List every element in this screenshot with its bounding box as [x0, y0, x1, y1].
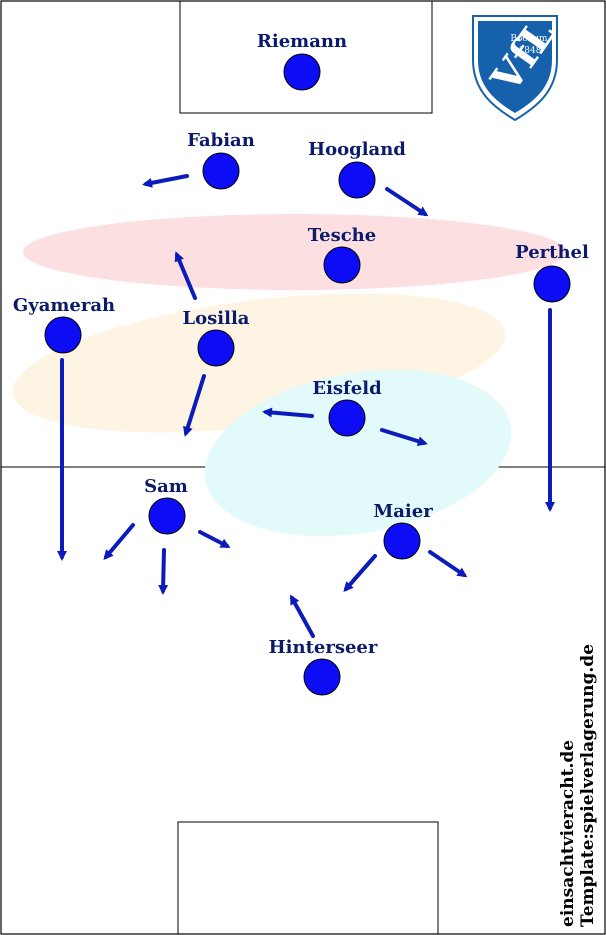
player-gyamerah: Gyamerah [13, 295, 115, 354]
player-losilla: Losilla [183, 308, 250, 367]
arrow-losilla-forward [174, 251, 197, 300]
player-hoogland: Hoogland [308, 139, 406, 199]
arrow-hinterseer [290, 594, 315, 638]
penalty-box-bottom [177, 821, 439, 935]
penalty-box-top [179, 0, 433, 114]
player-name: Tesche [308, 225, 376, 246]
player-token [197, 329, 235, 367]
player-name: Hinterseer [269, 637, 378, 658]
arrow-sam-right [198, 530, 231, 548]
player-token [533, 265, 571, 303]
crest-inner-shield [478, 21, 552, 113]
player-token [338, 161, 376, 199]
arrow-eisfeld-left [262, 407, 314, 418]
crest-club: Bochum [510, 34, 548, 44]
arrow-losilla-back [183, 374, 206, 437]
player-name: Sam [144, 476, 188, 497]
credit-template: Template:spielverlagerung.de [578, 643, 598, 927]
player-token [323, 246, 361, 284]
player-perthel: Perthel [515, 242, 589, 303]
player-token [383, 522, 421, 560]
player-name: Fabian [187, 130, 255, 151]
player-token [328, 399, 366, 437]
player-token [44, 316, 82, 354]
player-sam: Sam [144, 476, 188, 535]
crest-year: 1848 [519, 46, 542, 56]
arrow-maier-left [343, 554, 377, 593]
player-tesche: Tesche [308, 225, 376, 284]
player-name: Perthel [515, 242, 589, 263]
player-name: Hoogland [308, 139, 406, 160]
player-token [148, 497, 186, 535]
player-name: Riemann [257, 31, 347, 52]
credits: einsachtvieracht.de Template:spielverlag… [556, 0, 606, 935]
player-token [202, 152, 240, 190]
vfl-bochum-crest-icon: VfL Bochum 1848 [472, 12, 564, 122]
player-eisfeld: Eisfeld [312, 378, 382, 437]
player-riemann: Riemann [257, 31, 347, 91]
arrow-fabian [142, 174, 189, 188]
arrow-maier-right [428, 550, 468, 578]
arrow-sam-down [158, 548, 169, 595]
player-name: Gyamerah [13, 295, 115, 316]
player-maier: Maier [373, 501, 433, 560]
player-token [303, 658, 341, 696]
player-hinterseer: Hinterseer [269, 637, 378, 696]
player-name: Eisfeld [312, 378, 382, 399]
player-token [283, 53, 321, 91]
zone-red [23, 214, 567, 290]
player-name: Losilla [183, 308, 250, 329]
player-fabian: Fabian [187, 130, 255, 190]
arrow-eisfeld-right [380, 428, 428, 447]
arrow-sam-left [103, 523, 135, 561]
player-name: Maier [373, 501, 433, 522]
movement-arrows [57, 174, 555, 638]
credit-site: einsachtvieracht.de [558, 739, 578, 927]
arrow-hoogland [385, 187, 429, 217]
